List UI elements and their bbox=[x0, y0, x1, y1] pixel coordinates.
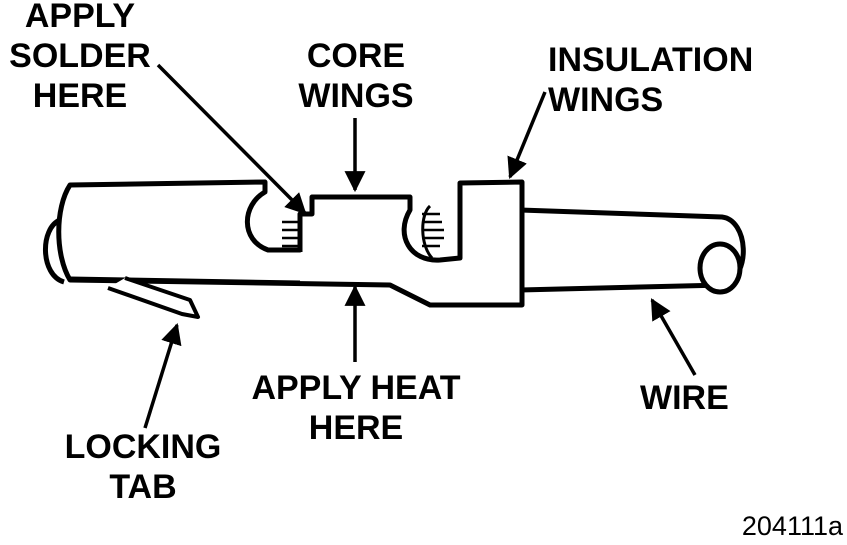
label-locking-tab: LOCKING TAB bbox=[52, 427, 234, 507]
label-wire-text: WIRE bbox=[640, 379, 729, 417]
label-apply-solder-line-1: APPLY bbox=[24, 0, 136, 35]
locking-tab-drawing bbox=[107, 276, 200, 319]
arrow-apply-solder bbox=[156, 63, 307, 215]
label-insulation-wings-line-2: WINGS bbox=[548, 81, 664, 119]
label-wire: WIRE bbox=[640, 378, 729, 418]
label-insulation-wings: INSULATION WINGS bbox=[548, 40, 753, 120]
label-apply-solder-line-2: SOLDER bbox=[9, 37, 151, 75]
callout-arrows bbox=[143, 63, 697, 429]
label-locking-tab-line-2: TAB bbox=[109, 468, 177, 506]
arrow-insulation-wings bbox=[507, 91, 547, 179]
arrow-locking-tab bbox=[143, 322, 182, 429]
label-locking-tab-line-1: LOCKING bbox=[64, 428, 222, 466]
arrow-wire bbox=[650, 298, 697, 376]
label-core-wings: CORE WINGS bbox=[285, 36, 427, 116]
label-core-wings-line-2: WINGS bbox=[298, 77, 414, 115]
terminal-body bbox=[43, 179, 525, 308]
figure-id: 204111a bbox=[741, 511, 843, 541]
wire-strands bbox=[282, 204, 444, 260]
label-insulation-wings-line-1: INSULATION bbox=[548, 41, 754, 79]
label-apply-solder-here: APPLY SOLDER HERE bbox=[4, 0, 156, 116]
label-apply-heat-line-2: HERE bbox=[308, 409, 404, 447]
label-apply-solder-line-3: HERE bbox=[32, 77, 128, 115]
wire-drawing bbox=[519, 207, 746, 295]
label-core-wings-line-1: CORE bbox=[306, 37, 406, 75]
label-apply-heat-here: APPLY HEAT HERE bbox=[238, 368, 474, 448]
label-apply-heat-line-1: APPLY HEAT bbox=[251, 369, 461, 407]
